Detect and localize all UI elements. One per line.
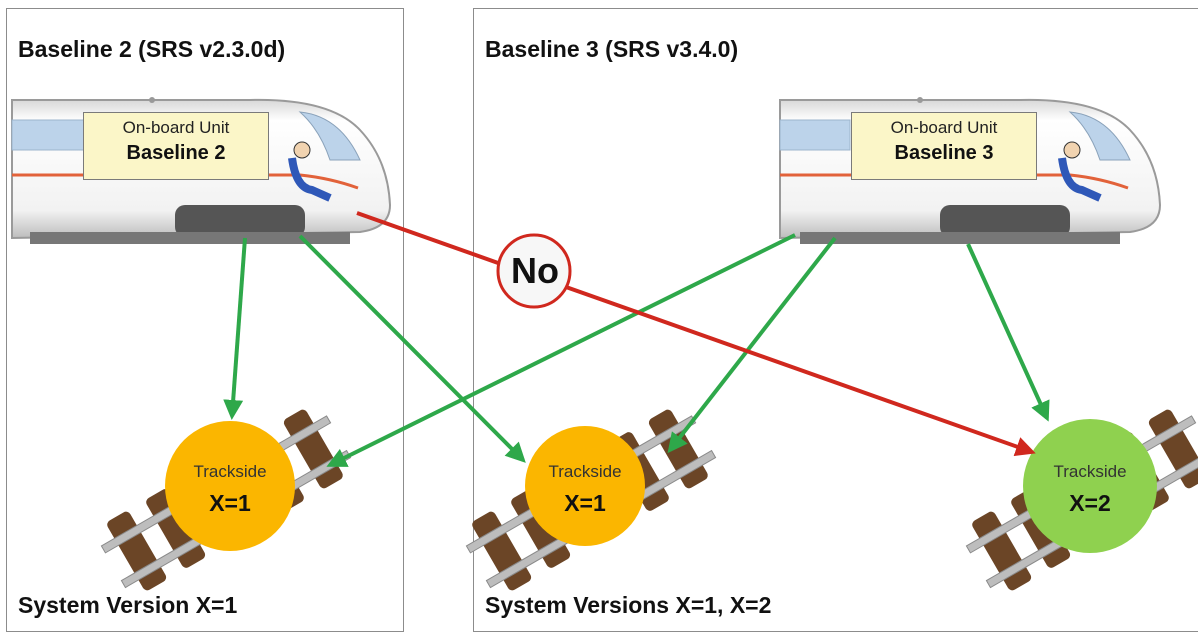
baseline-3-title: Baseline 3 (SRS v3.4.0) xyxy=(485,36,739,62)
trackside-system-version: X=2 xyxy=(1069,490,1111,516)
trackside-system-version: X=1 xyxy=(564,490,606,516)
no-marker-circle xyxy=(496,233,572,309)
incompatible-arrow xyxy=(356,211,1036,457)
onboard-unit-baseline-3-box: On-board Unit Baseline 3 xyxy=(851,112,1037,180)
baseline-2-footer: System Version X=1 xyxy=(18,592,238,618)
trackside-1-circle xyxy=(165,421,295,551)
compatible-arrow xyxy=(966,243,1050,422)
trackside-caption: Trackside xyxy=(548,462,622,481)
trackside-1-label: Trackside X=1 xyxy=(160,462,300,517)
trackside-system-version: X=1 xyxy=(209,490,251,516)
compatible-arrow xyxy=(326,233,796,467)
trackside-3-circle xyxy=(1023,419,1157,553)
trackside-caption: Trackside xyxy=(193,462,267,481)
trackside-2-label: Trackside X=1 xyxy=(515,462,655,517)
onboard-unit-caption: On-board Unit xyxy=(122,118,230,137)
compatible-arrow xyxy=(298,234,526,463)
onboard-unit-baseline-2-box: On-board Unit Baseline 2 xyxy=(83,112,269,180)
trackside-2-circle xyxy=(525,426,645,546)
incompatible-label: No xyxy=(511,250,559,291)
driver-icon xyxy=(1058,141,1102,202)
compatible-arrow xyxy=(667,236,837,454)
trackside-caption: Trackside xyxy=(1053,462,1127,481)
baseline-3-footer: System Versions X=1, X=2 xyxy=(485,592,772,618)
trackside-3-label: Trackside X=2 xyxy=(1020,462,1160,517)
baseline-2-title: Baseline 2 (SRS v2.3.0d) xyxy=(18,36,286,62)
compatible-arrow xyxy=(223,237,247,420)
driver-icon xyxy=(288,141,332,202)
onboard-unit-baseline: Baseline 2 xyxy=(126,142,226,164)
onboard-unit-baseline: Baseline 3 xyxy=(894,142,994,164)
onboard-unit-caption: On-board Unit xyxy=(890,118,998,137)
